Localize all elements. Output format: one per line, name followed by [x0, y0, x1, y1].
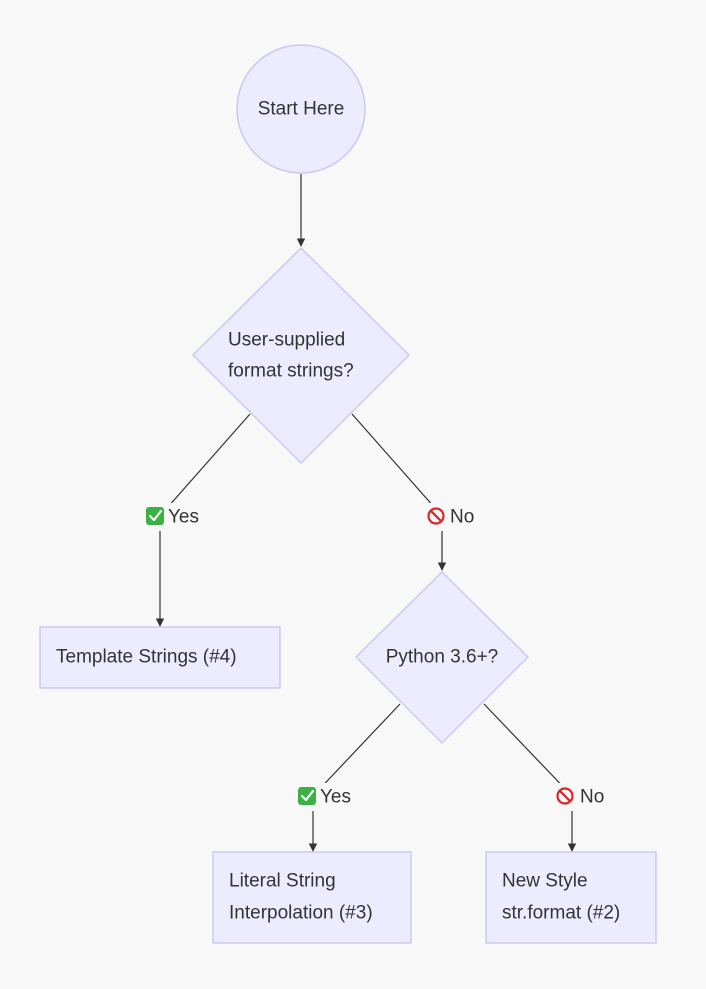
prohibited-icon [556, 787, 574, 805]
prohibited-icon [427, 507, 445, 525]
edge-label-python-yes-text: Yes [320, 787, 351, 808]
literal-string-line2: Interpolation (#3) [229, 903, 373, 924]
new-style-line1: New Style [502, 871, 588, 892]
start-node: Start Here [236, 44, 366, 174]
edge-python-question-yes [308, 703, 401, 852]
start-node-label: Start Here [258, 99, 345, 120]
edge-label-python-no-text: No [580, 787, 604, 808]
edge-label-user-yes-text: Yes [168, 507, 199, 528]
literal-string-line1: Literal String [229, 871, 336, 892]
user-format-question-node: User-supplied format strings? [191, 246, 411, 465]
template-strings-node: Template Strings (#4) [39, 626, 281, 689]
user-format-question-line2: format strings? [228, 361, 354, 382]
edge-label-python-yes: Yes [295, 783, 359, 811]
edge-label-python-no: No [553, 783, 611, 811]
user-format-question-line1: User-supplied [228, 330, 345, 351]
python-version-question-label: Python 3.6+? [386, 647, 499, 668]
edges [155, 174, 577, 852]
template-strings-label: Template Strings (#4) [56, 647, 237, 668]
edge-label-user-yes: Yes [143, 503, 207, 531]
literal-string-node: Literal String Interpolation (#3) [212, 851, 412, 944]
check-mark-icon [146, 507, 164, 525]
python-version-question-node: Python 3.6+? [354, 570, 530, 745]
edge-label-user-no: No [424, 503, 482, 531]
edge-label-user-no-text: No [450, 507, 474, 528]
edge-python-question-no [483, 703, 577, 852]
edge-user-question-no [351, 413, 447, 571]
new-style-line2: str.format (#2) [502, 903, 620, 924]
new-style-node: New Style str.format (#2) [485, 851, 657, 944]
check-mark-icon [298, 787, 316, 805]
